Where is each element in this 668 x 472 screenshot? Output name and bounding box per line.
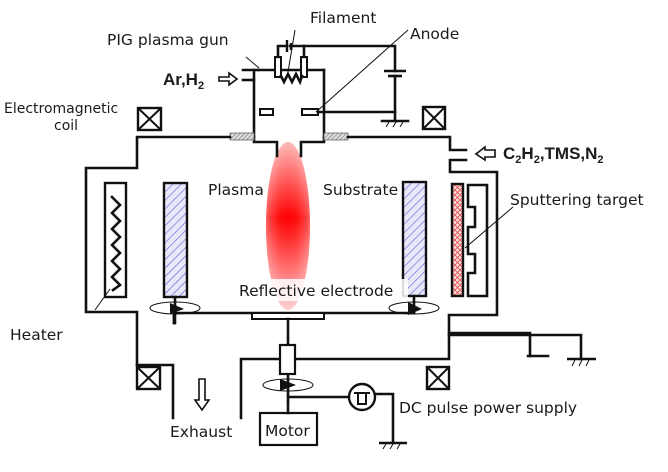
em-coil-bottom-right (425, 365, 451, 391)
insulator-flange-right (323, 132, 349, 141)
label-heater: Heater (10, 326, 63, 344)
label-reflective-electrode: Reflective electrode (239, 282, 393, 300)
label-em-coil-line2: coil (54, 118, 78, 134)
label-substrate: Substrate (323, 181, 398, 199)
anode-leader (315, 29, 409, 113)
gas-inlet-arrow-left-icon (218, 71, 239, 87)
dc-pulse-power-supply (286, 382, 407, 450)
substrate-right (401, 180, 428, 298)
heater-leader (94, 288, 111, 311)
plasma (266, 142, 310, 310)
target-leader (464, 206, 514, 249)
rotation-indicator-right (388, 294, 440, 315)
em-coil-top-right (421, 105, 447, 131)
label-gas-right: C2H2,TMS,N2 (503, 144, 604, 166)
label-pig-plasma-gun: PIG plasma gun (107, 31, 229, 49)
ground-right (447, 333, 596, 367)
label-exhaust: Exhaust (170, 423, 232, 441)
heater (103, 181, 128, 299)
insulator-flange-left (229, 132, 255, 141)
gas-inlet-arrow-right-icon (474, 145, 496, 162)
em-coil-bottom-left (135, 365, 162, 391)
motor: Motor (258, 411, 319, 447)
label-dc-pulse-power-supply: DC pulse power supply (399, 399, 577, 417)
sputtering-target (450, 182, 489, 298)
label-filament: Filament (310, 9, 376, 27)
rotation-shaft (262, 317, 314, 404)
exhaust-arrow-icon (193, 378, 211, 412)
label-gas-left: Ar,H2 (163, 70, 204, 92)
anode-circuit (302, 44, 410, 128)
filament (274, 40, 308, 86)
label-plasma: Plasma (208, 181, 264, 199)
label-em-coil-line1: Electromagnetic (4, 101, 118, 117)
em-coil-top-left (136, 106, 163, 132)
pig-gun-leader (245, 56, 260, 69)
label-sputtering-target: Sputtering target (510, 191, 644, 209)
svg-text:Motor: Motor (265, 422, 310, 440)
substrate-left (162, 181, 189, 299)
rotation-indicator-left (149, 295, 201, 325)
label-anode: Anode (410, 25, 459, 43)
filament-leader (286, 29, 296, 79)
